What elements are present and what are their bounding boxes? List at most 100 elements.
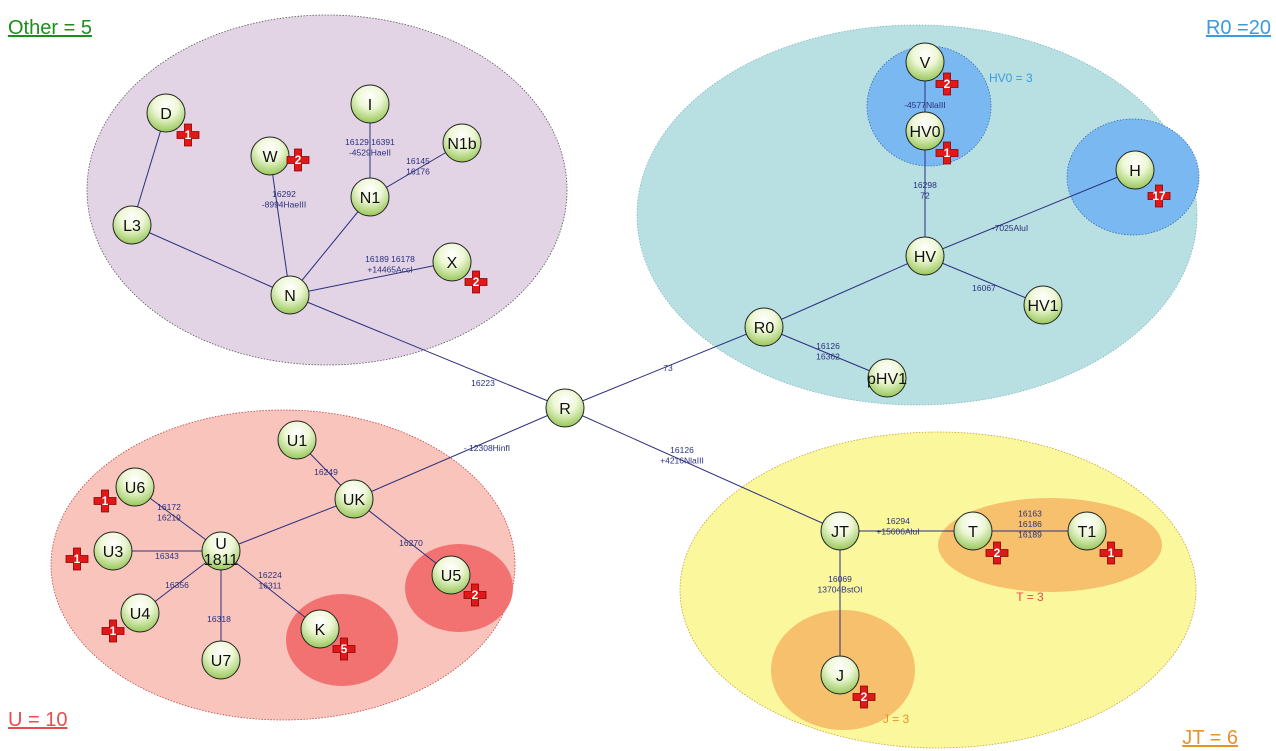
- node-label: HV: [914, 249, 937, 266]
- node-n: N: [270, 275, 310, 315]
- count-badge-cross-icon: 1: [176, 123, 200, 147]
- badge-count: 5: [341, 642, 348, 656]
- group-label-r0: R0 =20: [1206, 17, 1271, 39]
- badge-count: 1: [944, 146, 951, 160]
- node-h: H 17: [1115, 150, 1171, 208]
- node-label: HV1: [1027, 298, 1058, 315]
- count-badge-cross-icon: 1: [93, 489, 117, 513]
- node-circle: [905, 111, 945, 151]
- badge-count: 1: [74, 552, 81, 566]
- node-label: N: [284, 288, 296, 305]
- node-sublabel: 1811: [204, 552, 239, 569]
- badge-count: 1: [102, 494, 109, 508]
- badge-count: 17: [1152, 189, 1166, 203]
- node-circle: [300, 609, 340, 649]
- node-u3: U31: [65, 531, 133, 571]
- edge-label-r-jt: 16126+4216NlaIII: [660, 445, 704, 466]
- node-u5: U52: [431, 555, 487, 607]
- region-t: [938, 498, 1162, 592]
- edge-hv-hv1: [924, 255, 1044, 306]
- node-label: D: [160, 106, 172, 123]
- edge-r-r0: [564, 326, 765, 409]
- node-k: K5: [300, 609, 356, 661]
- node-uk: UK: [334, 479, 374, 519]
- edge-r-jt: [564, 407, 841, 532]
- node-label: JT: [831, 524, 849, 541]
- node-r: R: [545, 388, 585, 428]
- region-other: [86, 14, 568, 366]
- node-t1: T11: [1067, 511, 1123, 565]
- count-badge-cross-icon: 2: [464, 270, 488, 294]
- edge-label-uk-u5: 16270: [399, 538, 423, 548]
- badge-count: 1: [1108, 546, 1115, 560]
- node-circle: [270, 275, 310, 315]
- edge-label-r-n: 16223: [471, 378, 495, 388]
- count-badge-cross-icon: 2: [463, 583, 487, 607]
- node-j: J2: [820, 655, 876, 709]
- node-label: U4: [130, 606, 151, 623]
- node-circle: [820, 655, 860, 695]
- node-label: R0: [754, 320, 775, 337]
- badge-count: 2: [994, 546, 1001, 560]
- edge-uk-u5: [353, 498, 452, 576]
- group-label-u: U = 10: [8, 709, 67, 731]
- region-u: [50, 409, 516, 721]
- edge-label-u-u7: 16318: [207, 614, 231, 624]
- count-badge-cross-icon: 1: [935, 141, 959, 165]
- badge-count: 2: [472, 588, 479, 602]
- node-label: V: [920, 55, 931, 72]
- group-label-t: T = 3: [1016, 590, 1044, 604]
- node-circle: [905, 236, 945, 276]
- node-label: K: [315, 622, 326, 639]
- node-circle: [953, 511, 993, 551]
- node-circle: [112, 205, 152, 245]
- node-l3: L3: [112, 205, 152, 245]
- node-label: L3: [123, 218, 141, 235]
- edge-label-n1-i: 16129 16391-4529HaeII: [345, 137, 395, 158]
- count-badge-cross-icon: 2: [935, 72, 959, 96]
- node-circle: [93, 531, 133, 571]
- node-hv1: HV1: [1023, 285, 1063, 325]
- edge-label-hv0-v: -4577NlaIII: [904, 100, 946, 110]
- node-circle: [146, 93, 186, 133]
- edge-n-l3: [131, 224, 291, 296]
- node-hv: HV: [905, 236, 945, 276]
- node-circle: [350, 177, 390, 217]
- region-jt: [679, 431, 1197, 749]
- node-label: UK: [343, 492, 366, 509]
- node-label: U: [215, 536, 227, 553]
- node-u4: U41: [101, 593, 160, 643]
- node-u7: U7: [201, 640, 241, 680]
- node-circle: [350, 84, 390, 124]
- edge-uk-u: [220, 498, 355, 552]
- edge-label-uk-u1: 16249: [314, 467, 338, 477]
- edge-label-n-w: 16292-8994HaeIII: [262, 189, 306, 210]
- node-d: D1: [146, 93, 200, 147]
- badge-count: 2: [473, 275, 480, 289]
- node-label: H: [1129, 163, 1141, 180]
- node-circle: [334, 479, 374, 519]
- node-label: I: [368, 97, 372, 114]
- node-circle: [820, 511, 860, 551]
- node-label: N1b: [447, 136, 476, 153]
- node-label: HV0: [909, 124, 940, 141]
- node-circle: [905, 42, 945, 82]
- node-circle: [867, 358, 907, 398]
- group-label-jt: JT = 6: [1182, 727, 1238, 749]
- edge-label-hv-h: -7025AluI: [992, 223, 1028, 233]
- count-badge-cross-icon: 2: [286, 148, 310, 172]
- node-u1: U1: [277, 420, 317, 460]
- count-badge-cross-icon: 5: [332, 637, 356, 661]
- group-label-j: J = 3: [883, 712, 910, 726]
- count-badge-cross-icon: 17: [1147, 184, 1171, 208]
